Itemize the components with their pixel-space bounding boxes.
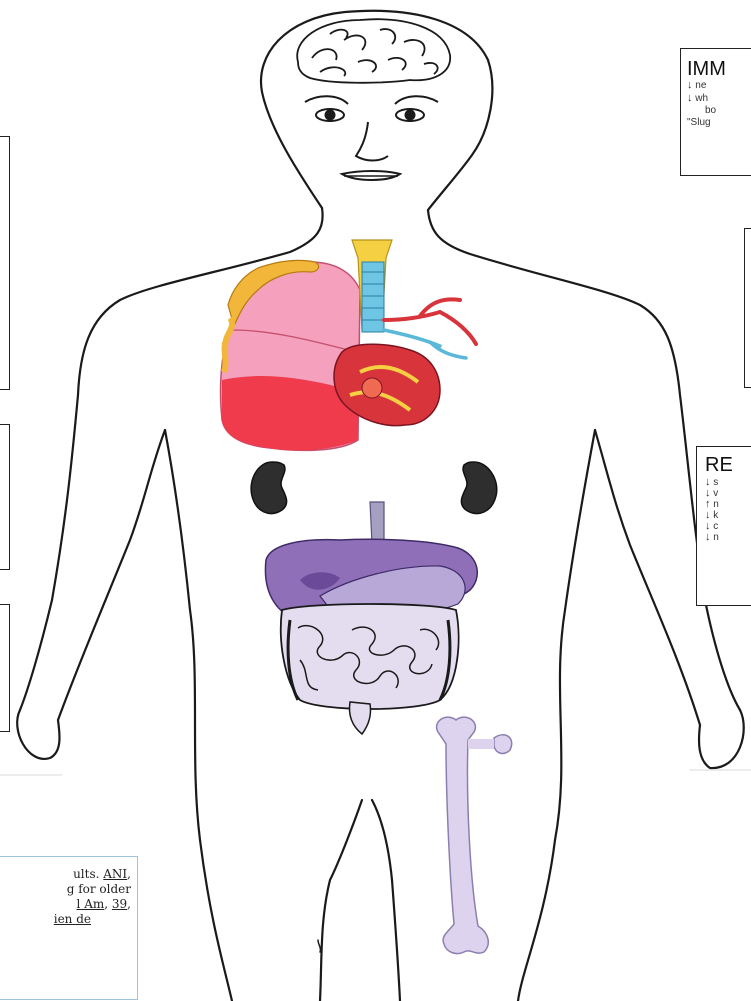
left-box-middle <box>0 424 10 570</box>
faint-lines <box>0 770 751 775</box>
brain <box>297 19 450 83</box>
citation-line-1: ults. ANI, <box>0 867 131 882</box>
down-arrow-icon: ↓ <box>687 92 693 104</box>
resp-line-4: ↓ k <box>705 510 751 521</box>
left-box-bottom <box>0 604 10 732</box>
resp-line-3: ↑ n <box>705 499 751 510</box>
respiratory-box-title: RE <box>705 455 751 475</box>
resp-line-6: ↓ n <box>705 532 751 543</box>
right-empty-box <box>744 228 751 388</box>
citation-box: ults. ANI, g for older l Am, 39, ien de <box>0 856 138 1000</box>
intestines <box>281 604 459 734</box>
citation-line-3: l Am, 39, <box>0 897 131 912</box>
down-arrow-icon: ↓ <box>687 79 693 91</box>
down-arrow-icon: ↓ <box>705 531 711 543</box>
immune-box-title: IMM <box>687 59 751 79</box>
face <box>305 96 438 180</box>
respiratory-system-box: RE ↓ s ↓ v ↑ n ↓ k ↓ c ↓ n <box>696 446 751 606</box>
left-box-top <box>0 136 10 390</box>
respiratory-box-lines: ↓ s ↓ v ↑ n ↓ k ↓ c ↓ n <box>705 477 751 543</box>
citation-line-2: g for older <box>0 882 131 897</box>
immune-system-box: IMM ↓ ne ↓ wh bo "Slug <box>680 48 751 176</box>
immune-line-3: bo <box>687 105 751 117</box>
immune-line-4: "Slug <box>687 117 751 129</box>
resp-line-2: ↓ v <box>705 488 751 499</box>
femur-bone <box>437 717 512 953</box>
immune-line-1: ↓ ne <box>687 79 751 92</box>
immune-line-2: ↓ wh <box>687 92 751 105</box>
resp-line-5: ↓ c <box>705 521 751 532</box>
immune-box-lines: ↓ ne ↓ wh bo "Slug <box>687 79 751 129</box>
resp-line-1: ↓ s <box>705 477 751 488</box>
citation-line-4: ien de <box>0 912 131 927</box>
